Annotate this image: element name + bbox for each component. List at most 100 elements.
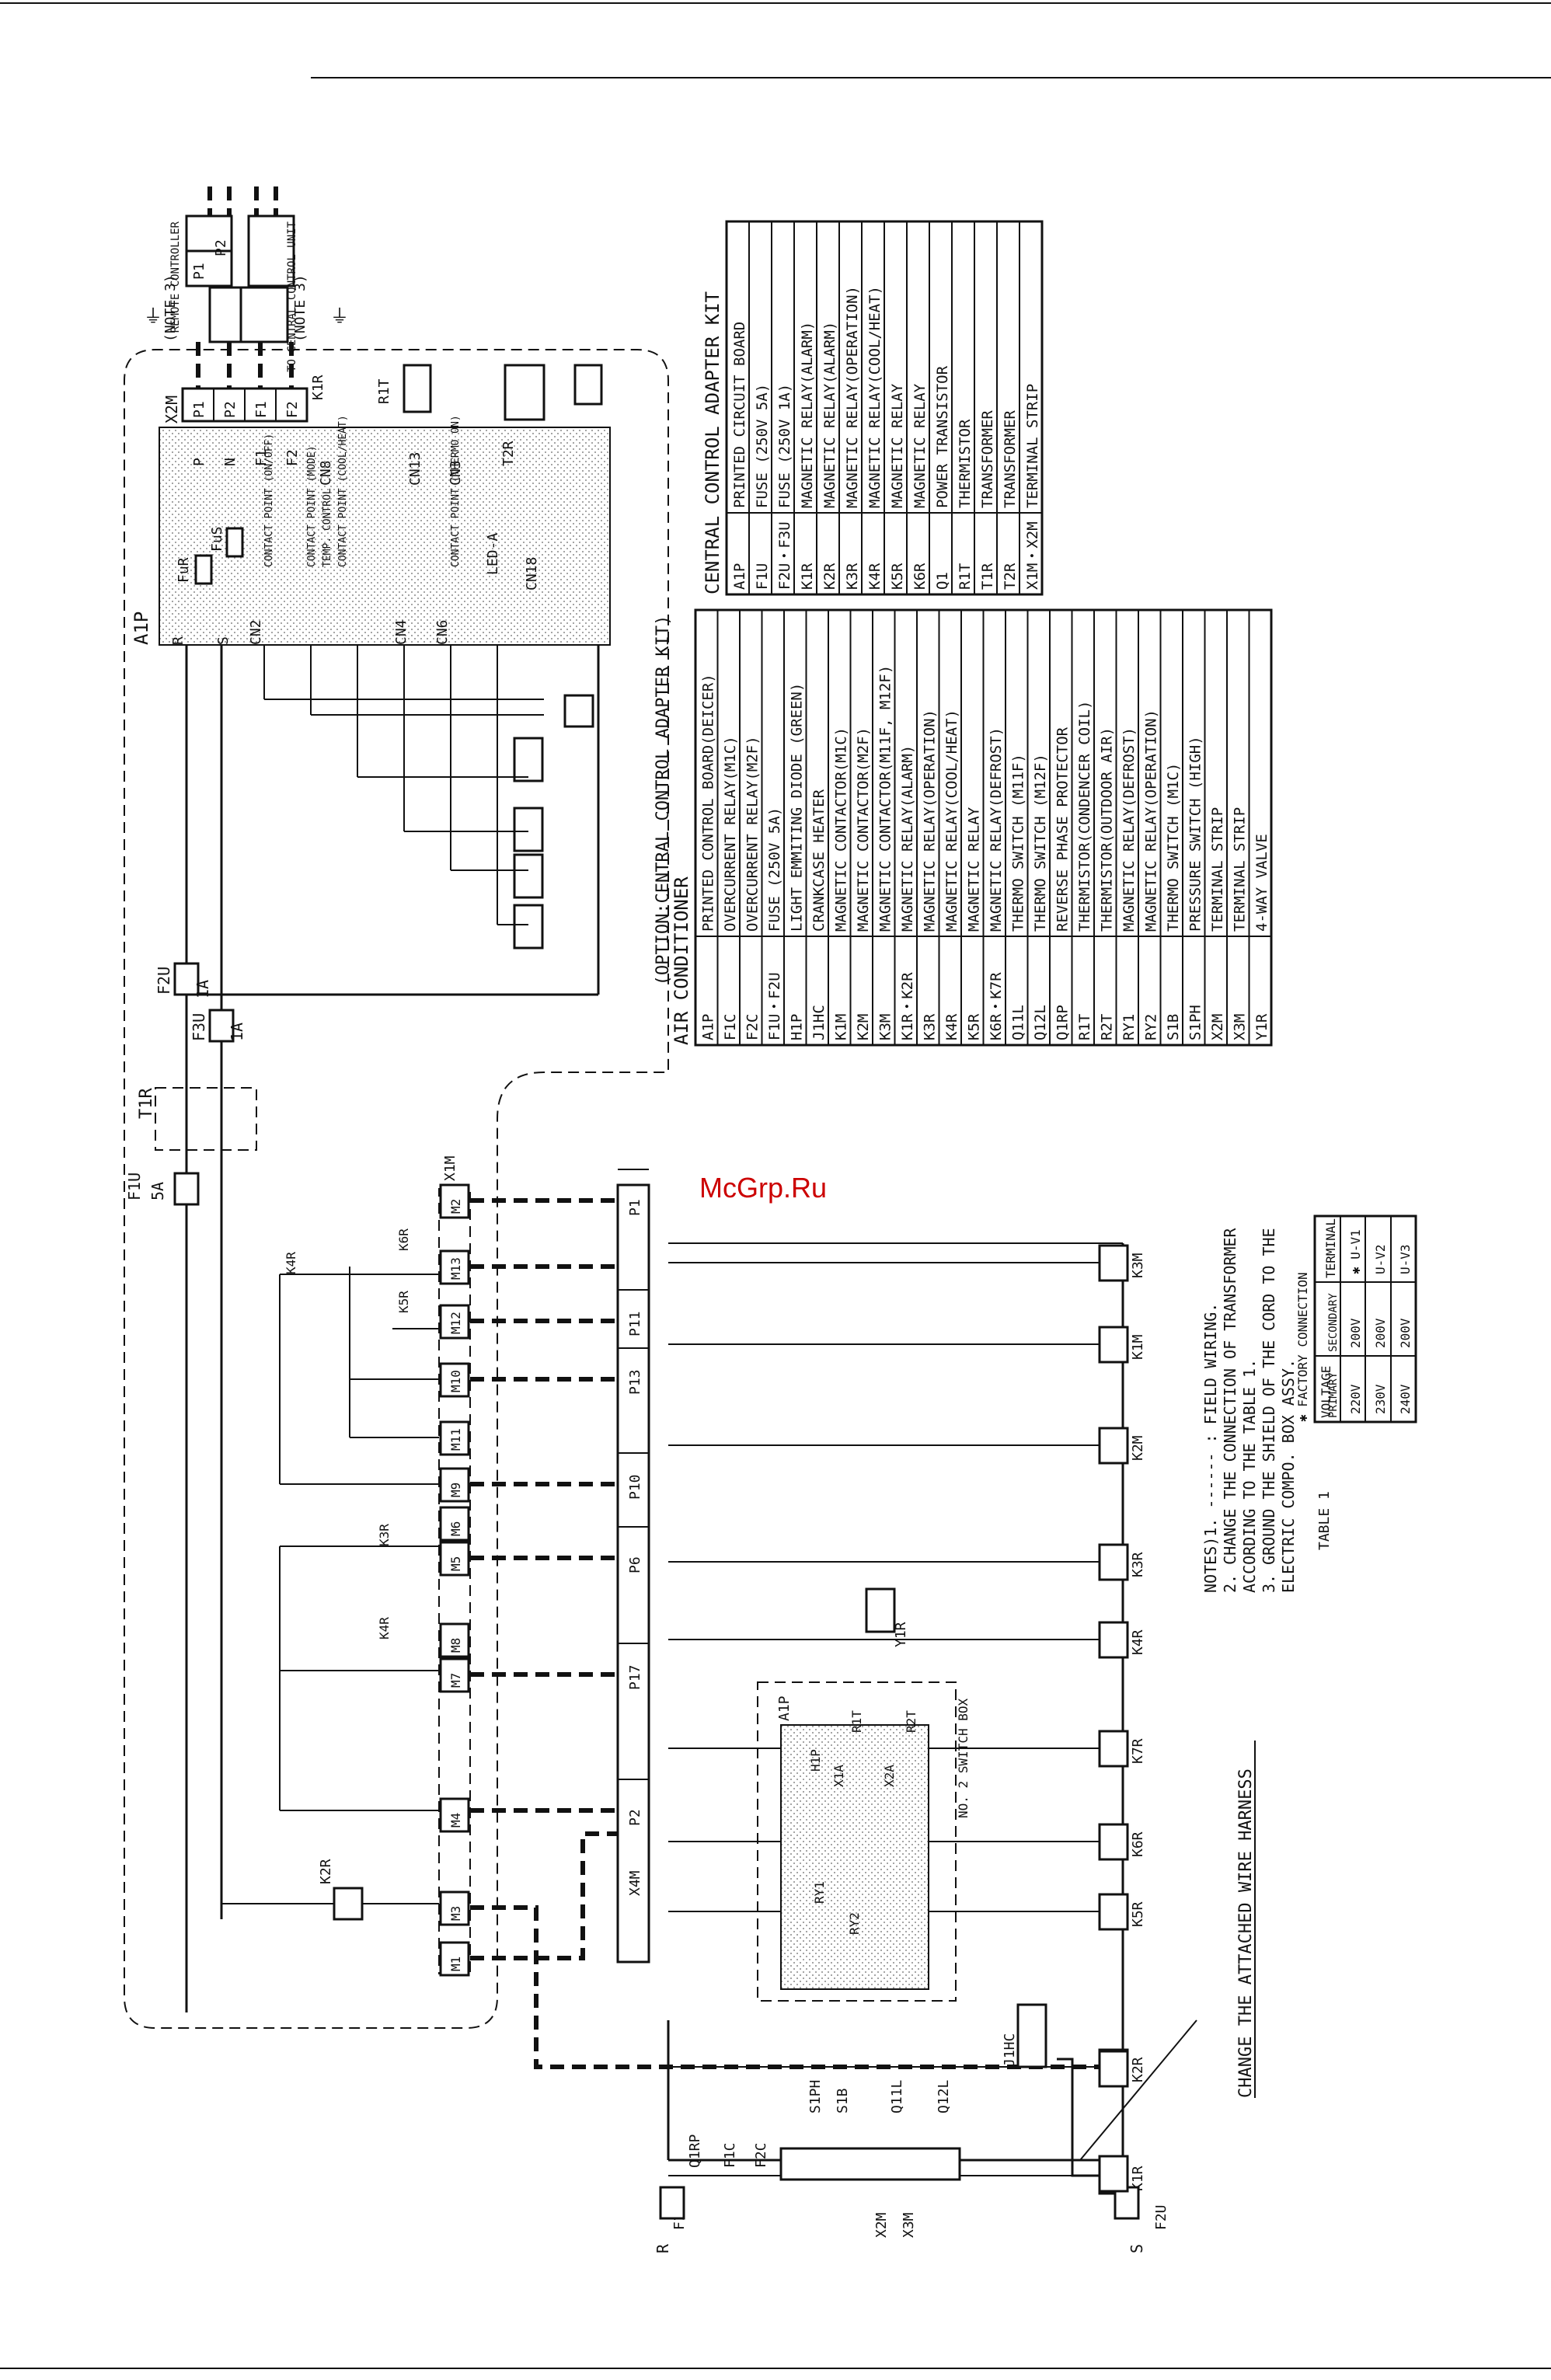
- aircon-table-code: R1T: [1076, 1014, 1093, 1040]
- r1t-deicer-label: R1T: [849, 1710, 864, 1733]
- t1r-label: T1R: [137, 1088, 156, 1119]
- bottom-power-section: X2M X3M Q1RP F1C F2C S1PH S1B Q11L Q12L …: [654, 1741, 1256, 2253]
- adapter-table-code: K3R: [844, 563, 861, 590]
- adapter-table-code: F2U・F3U: [776, 521, 793, 590]
- x1m-terminal-label: M8: [448, 1638, 463, 1653]
- x2m-bottom-label: X2M: [873, 2212, 890, 2238]
- k4r-label-a: K4R: [284, 1252, 298, 1274]
- aircon-table-desc: THERMO SWITCH (M1C): [1165, 763, 1182, 932]
- pcb-n: N: [222, 458, 239, 466]
- voltage-head-voltage: VOLTAGE: [1319, 1366, 1333, 1418]
- aircon-table-desc: MAGNETIC RELAY(ALARM): [899, 745, 916, 932]
- r2t-label: R2T: [904, 1710, 918, 1733]
- adapter-k3r-coil: [513, 904, 544, 950]
- x1m-terminal: [439, 1622, 470, 1658]
- aircon-table-code: RY2: [1143, 1014, 1160, 1040]
- adapter-table-code: X1M・X2M: [1024, 521, 1041, 590]
- pcb-r: R: [170, 636, 186, 645]
- aircon-table-desc: MAGNETIC CONTACTOR(M2F): [855, 727, 872, 932]
- aircon-table-code: K1R・K2R: [899, 972, 916, 1040]
- k2r-bottom-coil: [1098, 2050, 1129, 2088]
- aircon-table-desc: OVERCURRENT RELAY(M1C): [722, 736, 739, 932]
- adapter-k5r-coil: [513, 737, 544, 782]
- aircon-table-desc: THERMISTOR(OUTDOOR AIR): [1099, 727, 1116, 932]
- adapter-x2m-p1: P1: [191, 401, 207, 418]
- x1m-terminal: [439, 1890, 470, 1926]
- adapter-x2m-f1: F1: [253, 401, 270, 418]
- adapter-table-code: R1T: [957, 563, 974, 590]
- voltage-row-primary: 220V: [1348, 1384, 1363, 1414]
- t2r-box: [504, 364, 545, 421]
- x1m-terminal: [439, 1506, 470, 1542]
- voltage-row-secondary: 200V: [1373, 1318, 1388, 1348]
- pcb-cn2: CN2: [248, 619, 264, 645]
- aircon-table-desc: TERMINAL STRIP: [1232, 807, 1249, 932]
- aircon-table-desc: THERMISTOR(CONDENCER COIL): [1076, 701, 1093, 932]
- adapter-table-code: T2R: [1002, 563, 1019, 590]
- voltage-head-secondary: SECONDARY: [1327, 1293, 1340, 1352]
- x1m-terminal: [439, 1304, 470, 1340]
- x1m-terminal-label: M5: [448, 1556, 463, 1571]
- f2u-main-fuse: [1114, 2186, 1140, 2220]
- relay-coil-label: K1R: [1130, 2166, 1146, 2191]
- remote-label: REMOTE CONTROLLER: [169, 221, 182, 333]
- voltage-factory: ✱ FACTORY CONNECTION: [1295, 1272, 1310, 1422]
- aircon-table-code: K3M: [877, 1014, 894, 1040]
- pcb-cn18: CN18: [524, 557, 540, 591]
- remote-p1-label: P1: [191, 263, 207, 280]
- pcb-cn3: CN3: [448, 460, 464, 486]
- deicer-a1p-label: A1P: [776, 1695, 793, 1721]
- s-phase-label: S: [1128, 2244, 1146, 2253]
- aircon-table-code: Q12L: [1032, 1005, 1049, 1040]
- j1hc-label: J1HC: [1002, 2033, 1018, 2067]
- adapter-relays: [263, 645, 594, 950]
- f1c-label: F1C: [722, 2142, 738, 2168]
- aircon-table-code: S1PH: [1187, 1005, 1204, 1040]
- pcb-cn8: CN8: [318, 460, 334, 486]
- ground-left-icon: ⏚: [144, 305, 162, 327]
- pcb-cn4: CN4: [393, 619, 410, 645]
- pcb-temp: TEMP. CONTROL: [322, 488, 333, 567]
- f1u-label: F1U: [125, 1173, 144, 1200]
- relay-coil-label: K3M: [1130, 1253, 1146, 1278]
- t1r-transformer: [155, 1087, 257, 1151]
- r-phase-label: R: [654, 2243, 672, 2253]
- watermark: McGrp.Ru: [699, 1172, 828, 1204]
- x4m-terminal-label: P13: [627, 1369, 643, 1395]
- x4m-terminal-label: P10: [627, 1474, 643, 1500]
- aircon-table-desc: MAGNETIC RELAY(DEFROST): [1121, 727, 1138, 932]
- adapter-table-desc: FUSE (250V 1A): [776, 384, 793, 508]
- x1a-label: X1A: [831, 1765, 846, 1787]
- aircon-table-code: K1M: [833, 1014, 850, 1040]
- voltage-row-terminal: ✱ U-V1: [1348, 1229, 1363, 1274]
- adapter-table-desc: TRANSFORMER: [1002, 410, 1019, 508]
- f2u-main-label: F2U: [1153, 2204, 1169, 2230]
- x1m-terminal-label: M13: [448, 1257, 463, 1280]
- aircon-table-code: X2M: [1209, 1014, 1226, 1040]
- voltage-row-terminal: U-V2: [1373, 1244, 1388, 1274]
- y1r-valve: [865, 1587, 896, 1633]
- pcb-coolheat: CONTACT POINT (COOL/HEAT): [337, 415, 349, 567]
- relay-coil: [1098, 1730, 1129, 1768]
- aircon-table-code: R2T: [1099, 1014, 1116, 1040]
- aircon-table-code: K6R・K7R: [988, 972, 1005, 1040]
- adapter-k4r-coil: [513, 853, 544, 899]
- adapter-x2m-strip: X2M P1 P2 F1 F2: [162, 387, 308, 423]
- k3r-label-a: K3R: [377, 1524, 392, 1546]
- top-terminal-group: REMOTE CONTROLLER TO CENTRAL CONTROL UNI…: [144, 186, 349, 372]
- f3u-adapter-fuse: [208, 1009, 235, 1043]
- adapter-table-code: K2R: [821, 563, 838, 590]
- x1m-terminal-label: M12: [448, 1312, 463, 1334]
- adapter-table-code: K4R: [866, 563, 884, 590]
- aircon-table-desc: TERMINAL STRIP: [1209, 807, 1226, 932]
- relay-coil-label: K3R: [1130, 1552, 1146, 1577]
- x1m-terminal: [439, 1362, 470, 1398]
- adapter-table-code: K6R: [911, 563, 929, 590]
- note-line: NOTES)1. ------ : FIELD WIRING.: [1201, 1303, 1220, 1593]
- x1m-terminal: [439, 1657, 470, 1693]
- f3u-amp: 1A: [228, 1023, 246, 1041]
- adapter-table-desc: MAGNETIC RELAY(OPERATION): [844, 286, 861, 508]
- aircon-table-desc: MAGNETIC CONTACTOR(M1C): [833, 727, 850, 932]
